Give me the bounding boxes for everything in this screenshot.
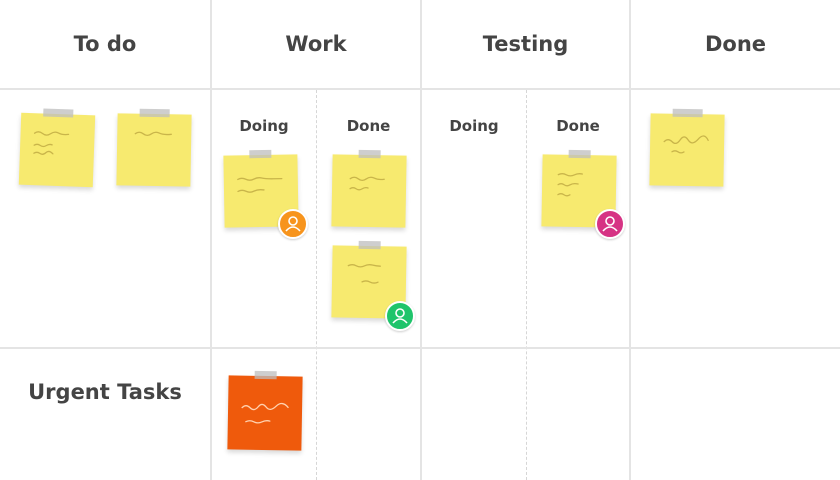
user-avatar-icon [392, 308, 408, 324]
column-header-work: Work [285, 32, 347, 56]
tape-strip [358, 240, 381, 250]
column-header-todo: To do [73, 32, 137, 56]
user-avatar-icon [285, 216, 301, 232]
swimlane-divider [0, 347, 840, 349]
subcolumn-header-testing-doing: Doing [449, 117, 499, 135]
column-divider [420, 0, 422, 480]
note-scribble [33, 131, 70, 155]
tape-strip [672, 108, 703, 118]
note-scribble [241, 402, 289, 424]
column-divider [210, 0, 212, 480]
sticky-note[interactable] [18, 108, 96, 188]
sticky-note[interactable] [331, 149, 407, 228]
tape-strip [43, 108, 74, 118]
tape-strip [254, 370, 277, 380]
subcolumn-header-work-doing: Doing [239, 117, 289, 135]
sticky-note[interactable] [331, 240, 407, 319]
swimlane-label-urgent: Urgent Tasks [28, 380, 182, 404]
column-header-testing: Testing [482, 32, 569, 56]
note-scribble [557, 173, 583, 197]
subcolumn-divider [316, 90, 317, 480]
sticky-note[interactable] [116, 108, 192, 187]
note-scribble [237, 177, 283, 193]
tape-strip [358, 149, 381, 159]
subcolumn-divider [526, 90, 527, 480]
user-avatar-icon [602, 216, 618, 232]
assignee-avatar[interactable] [278, 209, 308, 239]
tape-strip [249, 149, 272, 159]
note-scribble [349, 176, 385, 191]
note-scribble [347, 264, 381, 284]
assignee-avatar[interactable] [385, 301, 415, 331]
note-scribble [663, 135, 709, 154]
note-scribble [134, 131, 172, 137]
urgent-sticky-note[interactable] [227, 370, 303, 451]
column-header-done: Done [704, 32, 767, 56]
column-divider [629, 0, 631, 480]
tape-strip [139, 108, 170, 118]
sticky-note[interactable] [649, 108, 725, 187]
header-divider [0, 88, 840, 90]
subcolumn-header-work-done: Done [346, 117, 391, 135]
sticky-note[interactable] [541, 149, 617, 228]
subcolumn-header-testing-done: Done [556, 117, 600, 135]
sticky-note[interactable] [223, 149, 299, 228]
tape-strip [568, 149, 591, 159]
assignee-avatar[interactable] [595, 209, 625, 239]
